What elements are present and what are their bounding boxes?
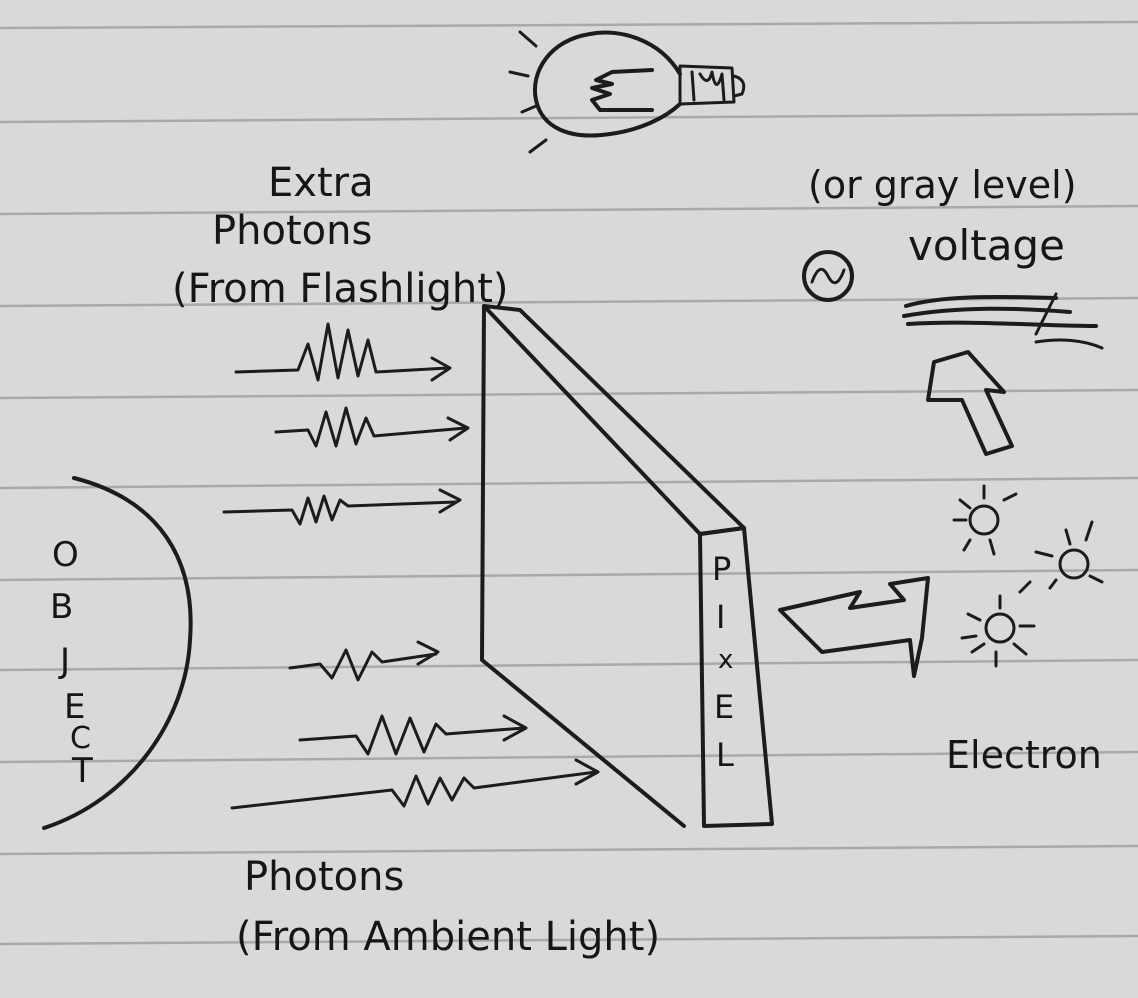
pixel-sensor bbox=[480, 304, 774, 828]
flash-photon-arrows bbox=[222, 322, 470, 526]
extra-photons-label-line2: Photons bbox=[212, 208, 372, 254]
object-letter: J bbox=[58, 641, 70, 681]
pixel-letter: L bbox=[716, 736, 734, 774]
electron-label: Electron bbox=[946, 733, 1102, 777]
object-letter: O bbox=[52, 535, 79, 575]
ruled-lines bbox=[0, 20, 1138, 946]
object-outline bbox=[42, 476, 193, 830]
crossed-out-text bbox=[902, 292, 1104, 350]
photon-wave-arrow bbox=[274, 406, 468, 448]
ambient-photons-label-line1: Photons bbox=[244, 854, 404, 900]
ambient-photons-label-line2: (From Ambient Light) bbox=[236, 914, 660, 960]
voltage-label: voltage bbox=[908, 221, 1065, 270]
photon-wave-arrow bbox=[230, 770, 598, 810]
pixel-letter: E bbox=[714, 688, 734, 726]
extra-photons-label-line3: (From Flashlight) bbox=[172, 266, 509, 312]
ambient-photon-arrows bbox=[230, 640, 600, 810]
pixel-letter: x bbox=[718, 645, 733, 675]
object-letter: B bbox=[50, 587, 73, 627]
photon-wave-arrow bbox=[234, 322, 450, 382]
pixel-label: P I x E L bbox=[712, 550, 734, 774]
electron-burst-icons bbox=[952, 484, 1104, 668]
ac-voltage-source-icon bbox=[802, 250, 854, 302]
object-letter: E bbox=[64, 687, 85, 727]
gray-level-label: (or gray level) bbox=[808, 163, 1077, 207]
electron-icon bbox=[960, 580, 1036, 668]
electron-icon bbox=[1034, 520, 1104, 590]
light-bulb-icon bbox=[508, 30, 746, 154]
object-letter: C bbox=[70, 721, 91, 756]
pixel-letter: P bbox=[712, 550, 731, 588]
conversion-arrow bbox=[778, 576, 930, 678]
photon-wave-arrow bbox=[222, 494, 458, 526]
object-letter: T bbox=[71, 751, 93, 791]
pixel-letter: I bbox=[716, 598, 725, 636]
photon-wave-arrow bbox=[298, 714, 526, 756]
extra-photons-label-line1: Extra bbox=[268, 160, 374, 206]
object-label: O B J E C T bbox=[50, 535, 93, 791]
photon-wave-arrow bbox=[288, 648, 438, 682]
electron-icon bbox=[952, 484, 1018, 556]
up-arrow bbox=[926, 350, 1014, 456]
